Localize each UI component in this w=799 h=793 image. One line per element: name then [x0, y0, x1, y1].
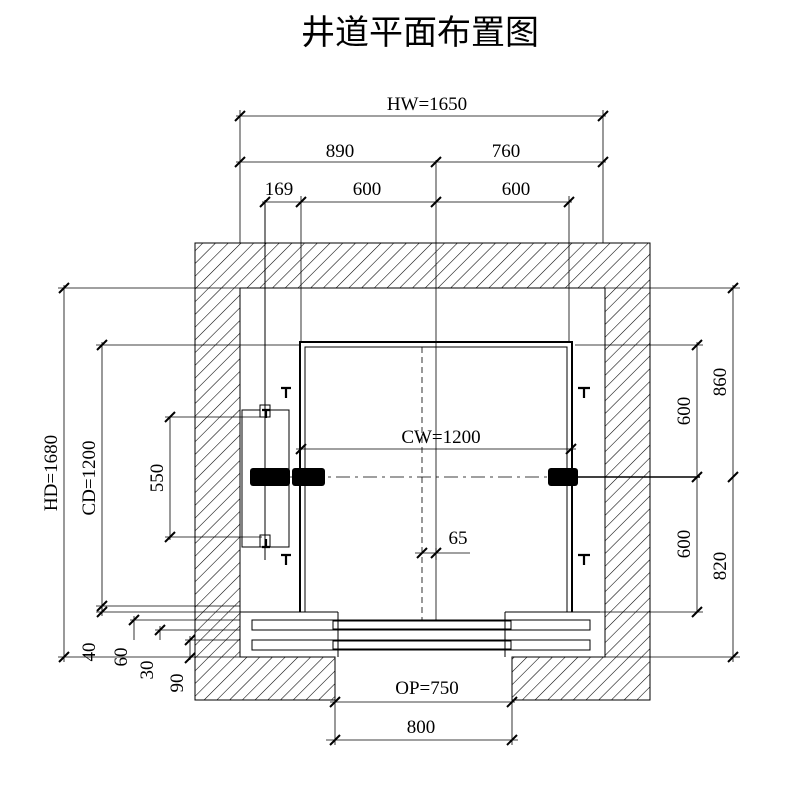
dim-65: 65	[449, 528, 468, 549]
t-bracket-icon	[578, 386, 590, 398]
door-sills	[240, 611, 600, 657]
dim-550: 550	[147, 464, 168, 493]
dimension-labels: HW=1650 890 760 169 600 600 CW=1200 65 O…	[41, 94, 731, 738]
rail-block-left-icon	[292, 468, 325, 486]
dim-890: 890	[326, 141, 355, 162]
guide-rails	[250, 468, 578, 486]
rail-bracket-icons	[262, 386, 590, 565]
dimension-ticks	[58, 110, 739, 746]
t-bracket-icon	[281, 553, 291, 565]
t-bracket-icon	[262, 539, 270, 549]
dim-op: OP=750	[395, 678, 459, 699]
dim-upper-600: 600	[674, 397, 695, 426]
dim-860: 860	[710, 368, 731, 397]
counterweight-block-icon	[250, 468, 290, 486]
rail-block-right-icon	[548, 468, 578, 486]
dim-cd: CD=1200	[79, 440, 100, 515]
dim-rail-right: 600	[502, 179, 531, 200]
t-bracket-icon	[578, 553, 590, 565]
dim-800: 800	[407, 717, 436, 738]
dim-rail-left: 600	[353, 179, 382, 200]
dim-760: 760	[492, 141, 521, 162]
dim-40: 40	[79, 643, 100, 662]
dim-820: 820	[710, 552, 731, 581]
drawing-title: 井道平面布置图	[301, 14, 539, 52]
dim-lower-600: 600	[674, 530, 695, 559]
dim-60: 60	[111, 648, 132, 667]
dim-hd: HD=1680	[41, 435, 62, 511]
dim-cw: CW=1200	[401, 427, 480, 448]
t-bracket-icon	[262, 408, 270, 418]
dim-hw: HW=1650	[387, 94, 467, 115]
dim-30: 30	[137, 661, 158, 680]
dim-90: 90	[167, 674, 188, 693]
dim-169: 169	[265, 179, 294, 200]
t-bracket-icon	[281, 386, 291, 398]
